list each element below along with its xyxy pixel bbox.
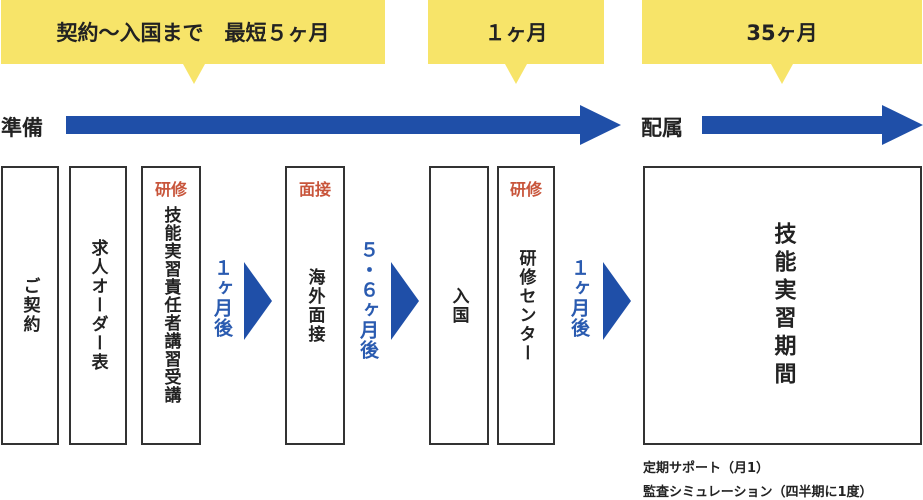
chevron-arrow-3 [603, 262, 631, 340]
phase-label-prep: 準備 [1, 116, 43, 140]
step-entry-label: 入国 [448, 286, 469, 325]
step-contract-label: ご契約 [19, 277, 40, 334]
step-interview-tag: 面接 [298, 180, 331, 199]
step-training-center-label: 研修センター [515, 248, 536, 363]
step-training-course-tag: 研修 [154, 180, 187, 199]
note-regular-support: 定期サポート（月1） [643, 461, 770, 476]
callout-pointer [771, 64, 793, 84]
chevron-arrow-1 [244, 262, 272, 340]
callout-entry-text: １ヶ月 [484, 21, 548, 45]
callout-assign-text: 35ヶ月 [746, 21, 818, 45]
interval-after-interview: ５・６ヶ月後 [357, 240, 379, 360]
step-interview: 面接 海外面接 [285, 166, 345, 445]
callout-assign-period: 35ヶ月 [642, 0, 922, 84]
step-contract: ご契約 [1, 166, 59, 445]
callout-pointer [505, 64, 527, 84]
note-audit-simulation: 監査シミュレーション（四半期に1度） [643, 485, 873, 500]
interval-after-training-center: １ヶ月後 [568, 258, 590, 338]
step-practice-period: 技能実習期間 [643, 166, 922, 445]
callout-entry-period: １ヶ月 [428, 0, 604, 84]
step-training-course-label: 技能実習責任者講習受講 [160, 206, 181, 404]
step-job-order: 求人オーダー表 [69, 166, 127, 445]
callout-pointer [183, 64, 205, 84]
phase-label-assign: 配属 [641, 116, 683, 140]
step-job-order-label: 求人オーダー表 [87, 239, 108, 372]
interval-after-training-course: １ヶ月後 [211, 258, 233, 338]
callout-prep-period: 契約〜入国まで 最短５ヶ月 [1, 0, 385, 84]
chevron-arrow-2 [391, 262, 419, 340]
step-training-course: 研修 技能実習責任者講習受講 [141, 166, 201, 445]
step-interview-label: 海外面接 [304, 267, 325, 344]
step-training-center-tag: 研修 [509, 180, 542, 199]
step-entry: 入国 [429, 166, 489, 445]
timeline-arrow-prep [66, 105, 621, 145]
timeline-arrow-assign [702, 105, 923, 145]
step-practice-period-label: 技能実習期間 [770, 221, 796, 390]
step-training-center: 研修 研修センター [497, 166, 555, 445]
callout-prep-text: 契約〜入国まで 最短５ヶ月 [56, 21, 330, 45]
